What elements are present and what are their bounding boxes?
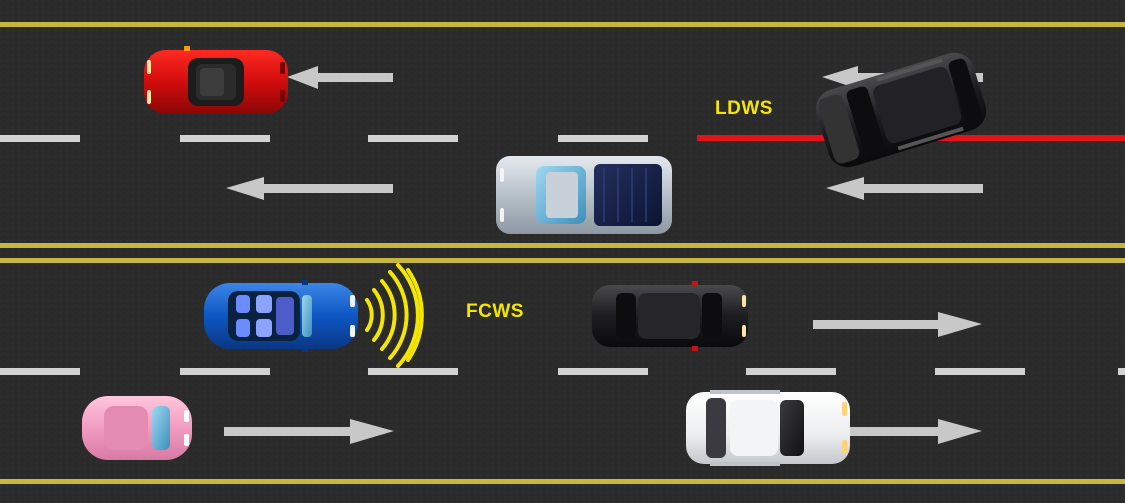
- blue-convertible-icon: [204, 280, 358, 352]
- black-sedan-icon: [592, 281, 748, 351]
- red-sedan-icon: [144, 46, 288, 114]
- bottom-yellow-edge-line: [0, 479, 1125, 484]
- white-suv-icon: [686, 390, 850, 466]
- center-yellow-line-upper: [0, 243, 1125, 248]
- ldws-label: LDWS: [715, 98, 773, 120]
- center-yellow-line-lower: [0, 258, 1125, 263]
- pink-compact-car-icon: [82, 396, 192, 460]
- silver-pickup-icon: [496, 156, 672, 234]
- fcws-label: FCWS: [466, 301, 524, 323]
- top-yellow-edge-line: [0, 22, 1125, 27]
